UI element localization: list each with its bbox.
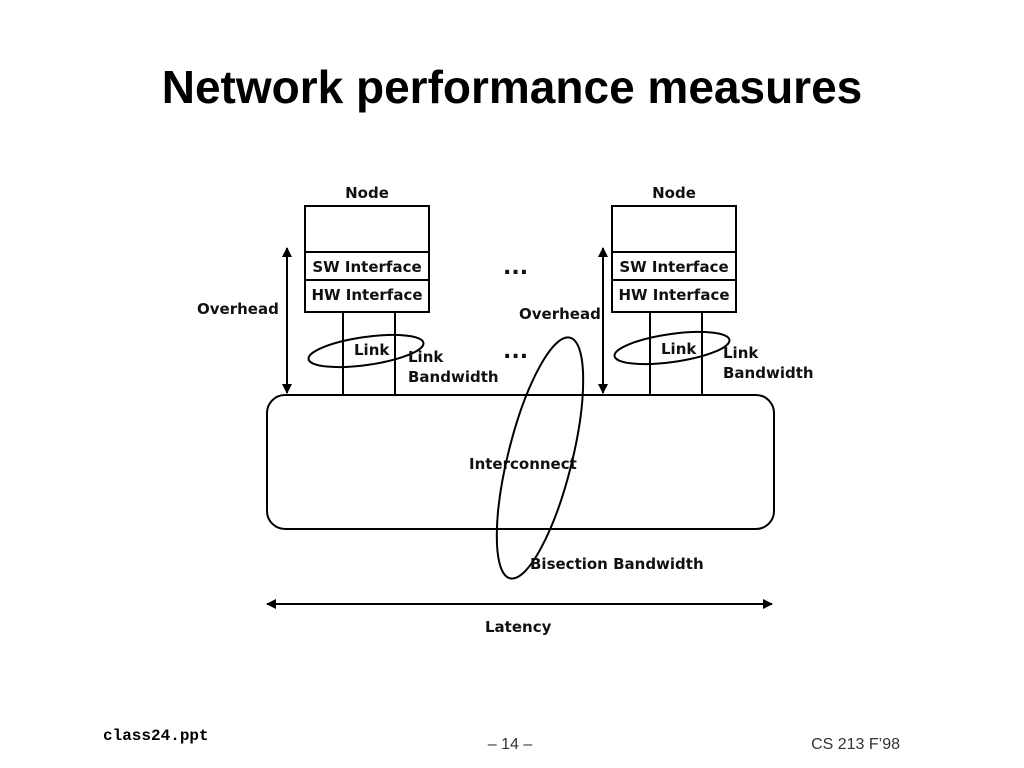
right-link-bandwidth-label-1: Link bbox=[723, 344, 759, 362]
right-node-box bbox=[611, 205, 737, 313]
ellipsis-top: ... bbox=[503, 255, 528, 280]
right-overhead-label: Overhead bbox=[519, 305, 601, 323]
left-hw-interface-label: HW Interface bbox=[311, 286, 422, 304]
right-link-label: Link bbox=[661, 340, 697, 358]
left-overhead-label: Overhead bbox=[197, 300, 279, 318]
latency-label: Latency bbox=[485, 618, 552, 636]
footer-course: CS 213 F’98 bbox=[811, 736, 900, 753]
left-link-bandwidth-label-1: Link bbox=[408, 348, 444, 366]
interconnect-box bbox=[266, 394, 775, 530]
footer-page-number: – 14 – bbox=[487, 736, 533, 753]
right-link-bandwidth-loop bbox=[613, 330, 731, 366]
left-sw-interface-label: SW Interface bbox=[312, 258, 421, 276]
right-node-label: Node bbox=[652, 184, 696, 202]
left-link-bandwidth-loop bbox=[307, 333, 425, 369]
ellipsis-bottom: ... bbox=[503, 339, 528, 364]
bisection-bandwidth-loop bbox=[495, 336, 585, 580]
bisection-bandwidth-label: Bisection Bandwidth bbox=[530, 555, 704, 573]
interconnect-label: Interconnect bbox=[469, 455, 577, 473]
left-link-bandwidth-label-2: Bandwidth bbox=[408, 368, 499, 386]
right-link-bandwidth-label-2: Bandwidth bbox=[723, 364, 814, 382]
left-node-label: Node bbox=[345, 184, 389, 202]
right-hw-interface-label: HW Interface bbox=[618, 286, 729, 304]
slide-title: Network performance measures bbox=[161, 61, 863, 113]
left-node-box bbox=[304, 205, 430, 313]
left-link-label: Link bbox=[354, 341, 390, 359]
right-sw-interface-label: SW Interface bbox=[619, 258, 728, 276]
footer-filename: class24.ppt bbox=[103, 727, 209, 745]
